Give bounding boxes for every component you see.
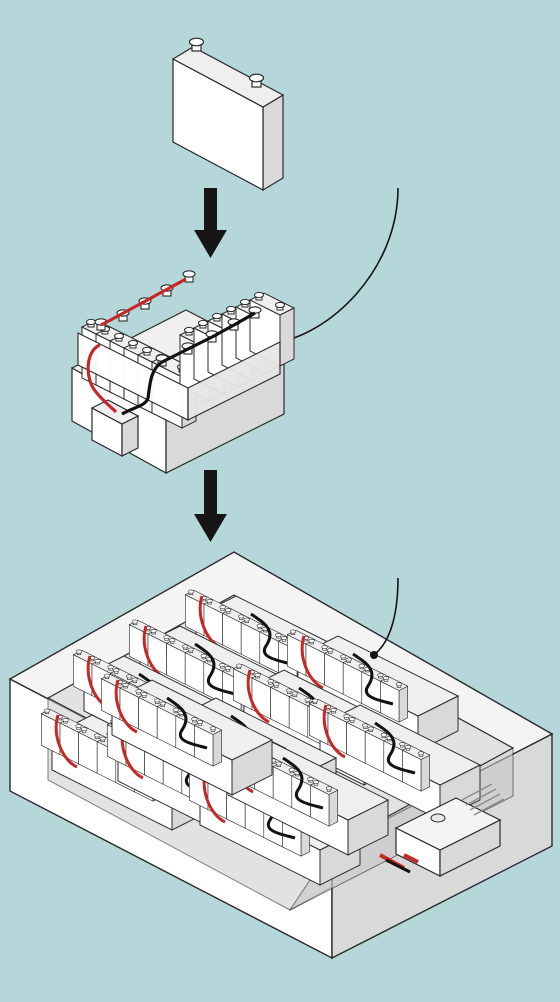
callout-leader-line: [374, 577, 399, 655]
red-wire: [86, 277, 187, 414]
callout-leader-line: [273, 187, 399, 344]
battery-pack: [8, 551, 554, 960]
control-unit: [394, 797, 502, 877]
callout-dot: [370, 651, 378, 659]
main-cable-black: [385, 858, 411, 874]
cell-terminal-icon: [188, 37, 265, 88]
battery-module: [70, 270, 295, 475]
black-wire: [121, 311, 256, 416]
single-cell: [171, 37, 285, 192]
vent-grille-icon: [461, 783, 505, 816]
down-arrow-icon: [194, 188, 227, 258]
down-arrow-icon: [194, 470, 227, 542]
